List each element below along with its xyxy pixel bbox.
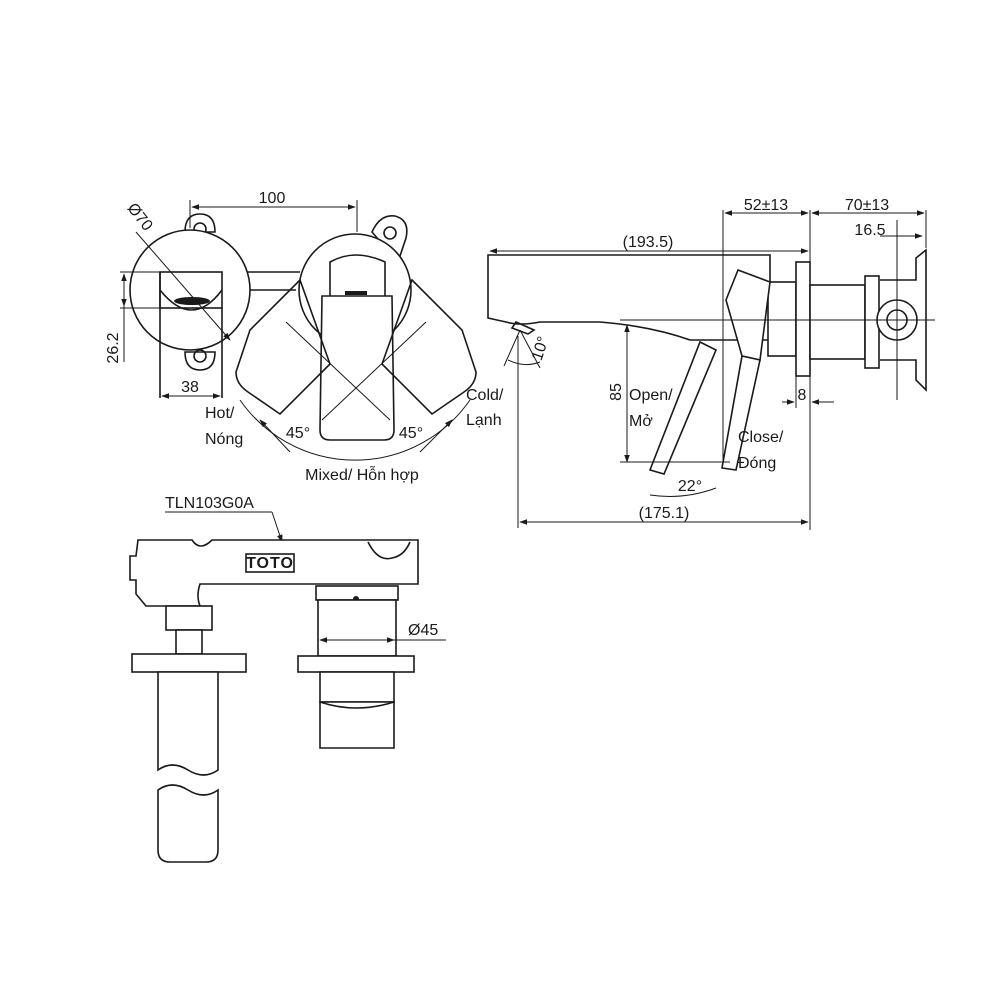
- dim-38: 38: [181, 379, 199, 396]
- open-label-line1: Open/: [629, 387, 673, 404]
- close-label-line1: Close/: [738, 429, 784, 446]
- dim-diameter-70: Ø70: [124, 200, 156, 234]
- open-label-line2: Mở: [629, 413, 653, 430]
- dim-100: 100: [259, 190, 286, 207]
- cold-label-line2: Lạnh: [466, 412, 502, 429]
- spout-profile: [487, 254, 771, 341]
- mixed-label: Mixed/ Hỗn hợp: [305, 465, 419, 484]
- brand-mark: TOTO: [246, 555, 294, 572]
- spout-body-circle: [129, 229, 251, 351]
- dim-85: 85: [608, 383, 625, 401]
- hot-label-line2: Nóng: [205, 431, 243, 448]
- handle-mixed: [319, 295, 395, 441]
- angle-right-45: 45°: [399, 425, 423, 442]
- model-code: TLN103G0A: [165, 495, 254, 512]
- dim-16-5: 16.5: [854, 222, 885, 239]
- hot-label-line1: Hot/: [205, 405, 235, 422]
- side-view: 52±13 70±13 (193.5) 16.5 10° 85 8 Open/ …: [487, 197, 935, 530]
- dim-175-1: (175.1): [639, 505, 690, 522]
- dim-70-13: 70±13: [845, 197, 889, 214]
- dim-22-deg: 22°: [678, 478, 702, 495]
- dim-8: 8: [798, 387, 807, 404]
- angle-left-45: 45°: [286, 425, 310, 442]
- valve-body: [129, 539, 419, 607]
- dim-193-5: (193.5): [623, 234, 674, 251]
- dim-10-deg: 10°: [529, 334, 553, 362]
- dim-diameter-45: Ø45: [408, 622, 438, 639]
- cold-label-line1: Cold/: [466, 387, 504, 404]
- dim-52-13: 52±13: [744, 197, 788, 214]
- concealed-body-view: TLN103G0A TOTO Ø45: [129, 495, 446, 863]
- spout-outlet: [174, 297, 210, 305]
- close-label-line2: Đóng: [738, 455, 776, 472]
- dim-26-2: 26.2: [105, 332, 122, 363]
- front-view: 100 Ø70 26.2 38 Hot/ Nóng Cold/ Lạnh 45°…: [105, 190, 504, 484]
- brand-plate: [245, 553, 295, 573]
